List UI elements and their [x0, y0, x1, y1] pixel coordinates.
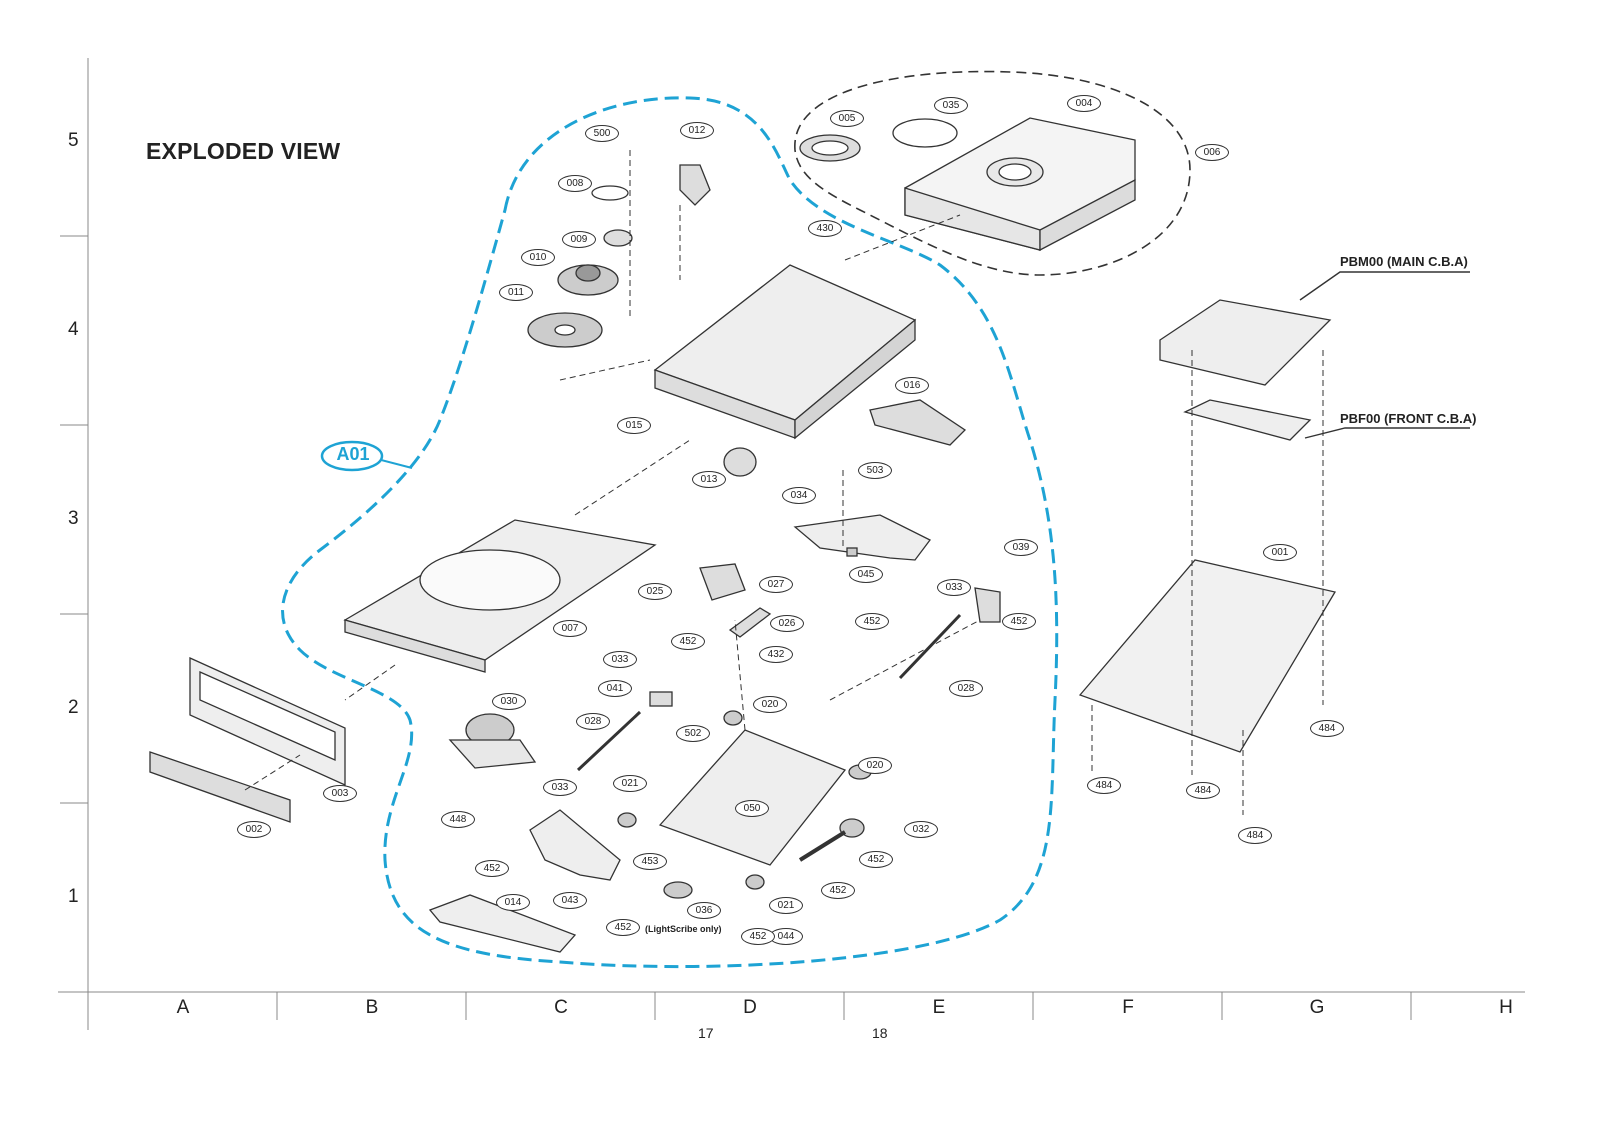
part-callout-004: 004	[1067, 95, 1101, 112]
part-callout-016: 016	[895, 377, 929, 394]
column-label-g: G	[1309, 997, 1325, 1018]
part-callout-041: 041	[598, 680, 632, 697]
part-callout-011: 011	[499, 284, 533, 301]
assembly-label-a01: A01	[336, 444, 370, 464]
part-callout-452: 452	[821, 882, 855, 899]
part-callout-027: 027	[759, 576, 793, 593]
column-label-b: B	[365, 997, 379, 1018]
part-callout-021: 021	[769, 897, 803, 914]
part-callout-002: 002	[237, 821, 271, 838]
part-callout-430: 430	[808, 220, 842, 237]
column-label-a: A	[176, 997, 190, 1018]
part-callout-020: 020	[753, 696, 787, 713]
part-callout-032: 032	[904, 821, 938, 838]
part-callout-015: 015	[617, 417, 651, 434]
column-label-c: C	[554, 997, 568, 1018]
part-callout-026: 026	[770, 615, 804, 632]
board-leaders	[1299, 271, 1470, 439]
page-number-right: 18	[872, 1025, 888, 1041]
grid-frame	[58, 58, 1525, 1030]
row-label-3: 3	[68, 508, 79, 529]
part-callout-452: 452	[671, 633, 705, 650]
row-label-2: 2	[68, 697, 79, 718]
part-callout-010: 010	[521, 249, 555, 266]
part-callout-452: 452	[859, 851, 893, 868]
row-label-5: 5	[68, 130, 79, 151]
part-callout-452: 452	[1002, 613, 1036, 630]
part-callout-013: 013	[692, 471, 726, 488]
part-callout-033: 033	[603, 651, 637, 668]
part-callout-001: 001	[1263, 544, 1297, 561]
main-board-label: PBM00 (MAIN C.B.A)	[1340, 254, 1468, 269]
front-board-label: PBF00 (FRONT C.B.A)	[1340, 411, 1477, 426]
part-callout-007: 007	[553, 620, 587, 637]
assembly-guide-lines	[244, 150, 1324, 815]
row-label-1: 1	[68, 886, 79, 907]
part-callout-452: 452	[855, 613, 889, 630]
part-callout-025: 025	[638, 583, 672, 600]
row-label-4: 4	[68, 319, 79, 340]
part-callout-009: 009	[562, 231, 596, 248]
part-callout-035: 035	[934, 97, 968, 114]
part-callout-500: 500	[585, 125, 619, 142]
part-callout-028: 028	[576, 713, 610, 730]
part-callout-484: 484	[1238, 827, 1272, 844]
page-number-left: 17	[698, 1025, 714, 1041]
part-callout-045: 045	[849, 566, 883, 583]
column-label-d: D	[743, 997, 757, 1018]
part-callout-014: 014	[496, 894, 530, 911]
column-label-h: H	[1499, 997, 1513, 1018]
part-callout-020: 020	[858, 757, 892, 774]
lightscribe-note: (LightScribe only)	[645, 924, 722, 934]
part-callout-452: 452	[475, 860, 509, 877]
part-callout-021: 021	[613, 775, 647, 792]
column-label-f: F	[1122, 997, 1134, 1018]
page-title: EXPLODED VIEW	[146, 138, 341, 164]
part-drawings	[149, 117, 1337, 953]
part-callout-033: 033	[937, 579, 971, 596]
part-callout-503: 503	[858, 462, 892, 479]
part-callout-453: 453	[633, 853, 667, 870]
part-callout-036: 036	[687, 902, 721, 919]
part-callout-034: 034	[782, 487, 816, 504]
part-callout-484: 484	[1310, 720, 1344, 737]
part-callout-484: 484	[1087, 777, 1121, 794]
part-callout-030: 030	[492, 693, 526, 710]
part-callout-050: 050	[735, 800, 769, 817]
part-callout-502: 502	[676, 725, 710, 742]
top-cover-group-outline	[794, 70, 1191, 276]
assembly-a01-ellipse	[320, 440, 384, 472]
part-callout-028: 028	[949, 680, 983, 697]
part-callout-043: 043	[553, 892, 587, 909]
part-callout-484: 484	[1186, 782, 1220, 799]
part-callout-452: 452	[606, 919, 640, 936]
part-callout-039: 039	[1004, 539, 1038, 556]
part-callout-005: 005	[830, 110, 864, 127]
part-callout-003: 003	[323, 785, 357, 802]
part-callout-044: 044	[769, 928, 803, 945]
column-label-e: E	[932, 997, 946, 1018]
part-callout-452: 452	[741, 928, 775, 945]
part-callout-008: 008	[558, 175, 592, 192]
part-callout-006: 006	[1195, 144, 1229, 161]
assembly-a01-outline	[281, 96, 1059, 969]
part-callout-448: 448	[441, 811, 475, 828]
part-callout-033: 033	[543, 779, 577, 796]
part-callout-432: 432	[759, 646, 793, 663]
part-callout-012: 012	[680, 122, 714, 139]
